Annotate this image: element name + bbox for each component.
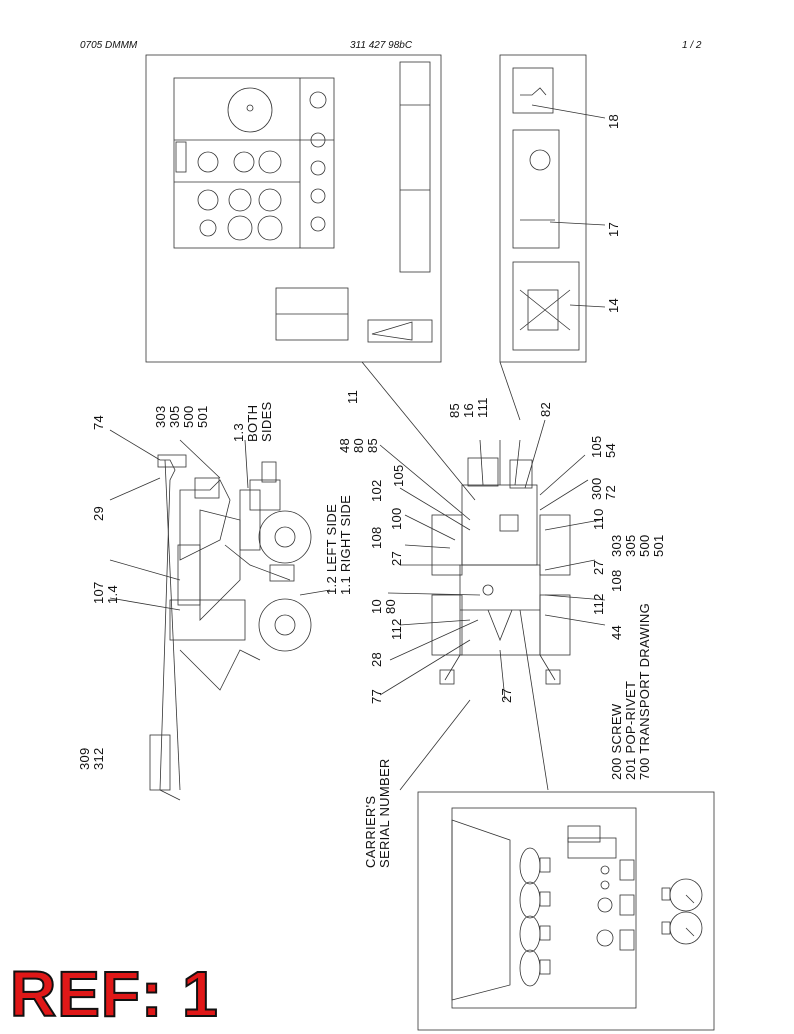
ref-label: REF: 1 (9, 958, 219, 1030)
callout-29: 29 (91, 505, 106, 521)
callout-48: 48 (337, 437, 352, 453)
callout-group-309-312: 309 312 (77, 747, 106, 770)
callout-54: 54 (603, 442, 618, 458)
callout-85b: 85 (447, 402, 462, 418)
callout-side-labels: 1.2 LEFT SIDE 1.1 RIGHT SIDE (324, 494, 353, 595)
callout-82: 82 (538, 401, 553, 417)
callout-110: 110 (591, 508, 606, 530)
callout-group-107-1-4: 107 1.4 (91, 581, 120, 604)
header-page-number: 1 / 2 (682, 40, 702, 51)
callout-108a: 108 (369, 526, 384, 549)
callout-28: 28 (369, 651, 384, 667)
callout-501: 501 (195, 405, 210, 428)
control-panel-frame (145, 54, 442, 363)
callout-27a: 27 (389, 550, 404, 566)
callout-sides: SIDES (259, 401, 274, 442)
callout-80: 80 (351, 437, 366, 453)
callout-group-300-72: 300 72 (589, 477, 618, 500)
callout-27b: 27 (591, 559, 606, 575)
callout-305: 305 (167, 405, 182, 428)
callout-group-303-501: 303 305 500 501 (153, 405, 210, 428)
callout-107: 107 (91, 581, 106, 604)
serial-number-label: SERIAL NUMBER (377, 758, 392, 868)
callout-501b: 501 (651, 534, 666, 557)
callout-18: 18 (606, 113, 621, 129)
header-part-number: 311 427 98bC (350, 40, 413, 51)
legend-pop-rivet: 201 POP-RIVET (623, 680, 638, 780)
callout-80b: 80 (383, 598, 398, 614)
callout-309: 309 (77, 747, 92, 770)
callout-77: 77 (369, 688, 384, 704)
callout-305b: 305 (623, 534, 638, 557)
callout-105b: 105 (589, 435, 604, 458)
callout-112b: 112 (591, 593, 606, 615)
callout-85: 85 (365, 437, 380, 453)
callout-105a: 105 (391, 464, 406, 487)
callout-108b: 108 (609, 569, 624, 592)
callout-500: 500 (181, 405, 196, 428)
control-panel-plate (173, 77, 335, 249)
callout-303: 303 (153, 405, 168, 428)
callout-group-105-54: 105 54 (589, 435, 618, 458)
instrument-panel-frame (417, 791, 715, 1031)
callout-100: 100 (389, 507, 404, 530)
callout-102: 102 (369, 479, 384, 502)
callout-11: 11 (345, 389, 360, 404)
callout-1-3: 1.3 (231, 423, 246, 442)
callout-both-sides: 1.3 BOTH SIDES (231, 401, 274, 442)
callout-10: 10 (369, 598, 384, 614)
callout-both: BOTH (245, 404, 260, 442)
callout-300: 300 (589, 477, 604, 500)
callout-group-303-501-b: 303 305 500 501 (609, 534, 666, 557)
callout-27c: 27 (499, 687, 514, 703)
callout-group-10-80: 10 80 (369, 598, 398, 614)
callout-1-4: 1.4 (105, 585, 120, 604)
callout-16: 16 (461, 402, 476, 418)
callout-111: 111 (475, 397, 490, 418)
callout-312: 312 (91, 747, 106, 770)
callout-group-85-16-111: 85 16 111 (447, 397, 490, 418)
legend-block: 200 SCREW 201 POP-RIVET 700 TRANSPORT DR… (609, 602, 652, 780)
callout-500b: 500 (637, 534, 652, 557)
callout-17: 17 (606, 221, 621, 237)
label-right-side: 1.1 RIGHT SIDE (338, 494, 353, 595)
legend-screw: 200 SCREW (609, 703, 624, 780)
legend-transport-drawing: 700 TRANSPORT DRAWING (637, 602, 652, 780)
callout-303b: 303 (609, 534, 624, 557)
carrier-serial-label: CARRIER'S SERIAL NUMBER (363, 758, 392, 868)
label-left-side: 1.2 LEFT SIDE (324, 503, 339, 595)
carrier-label: CARRIER'S (363, 795, 378, 868)
callout-14: 14 (606, 297, 621, 313)
callout-72: 72 (603, 484, 618, 500)
callout-group-48-80-85: 48 80 85 (337, 437, 380, 453)
callout-74: 74 (91, 414, 106, 430)
header-doc-code: 0705 DMMM (80, 40, 138, 51)
callout-112a: 112 (389, 618, 404, 640)
